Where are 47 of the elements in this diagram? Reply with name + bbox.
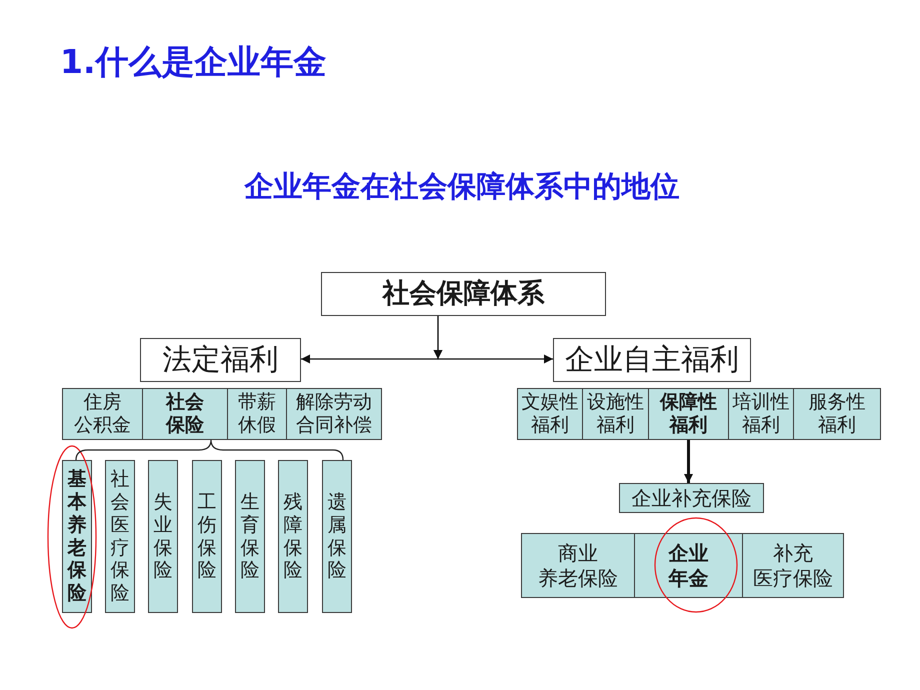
box-label: 失业保险 [154,490,172,582]
insurance-box [235,460,265,613]
benefit-box [227,388,287,440]
box-label: 保障性福利 [660,390,717,438]
box-label: 解除劳动合同补偿 [296,390,372,438]
benefit-box [793,388,881,440]
category-box [553,338,751,382]
box-label: 商业养老保险 [538,541,618,590]
box-label: 服务性福利 [808,390,866,438]
box-label: 设施性福利 [587,390,644,438]
box-label: 企业自主福利 [565,342,739,378]
insurance-box [742,533,844,598]
box-label: 工伤保险 [198,490,216,582]
box-label: 文娱性福利 [522,390,578,438]
box-label: 企业年金 [668,541,708,590]
box-label: 培训性福利 [732,390,790,438]
arrow [684,440,693,483]
box-label: 残障保险 [284,490,302,582]
category-box [140,338,301,382]
insurance-box [105,460,135,613]
insurance-box [62,460,92,613]
subheading: 企业年金在社会保障体系中的地位 [244,168,680,205]
box-label: 基本养老保险 [68,468,86,605]
insurance-box [322,460,352,613]
box-label: 补充医疗保险 [753,541,833,590]
box-label: 社会保险 [166,390,204,438]
box-label: 社会医疗保险 [110,468,130,605]
benefit-box [62,388,143,440]
box-label: 法定福利 [162,342,278,378]
benefit-box [648,388,729,440]
insurance-box [521,533,635,598]
slide-title: 1.什么是企业年金 [60,41,326,83]
box-label: 生育保险 [240,490,260,582]
box-label: 企业补充保险 [632,486,752,510]
box-label: 遗属保险 [328,490,346,582]
insurance-box [634,533,743,598]
insurance-box [619,483,764,513]
insurance-box [148,460,178,613]
heading-box [321,272,606,316]
box-label: 住房公积金 [74,390,131,438]
insurance-box [192,460,222,613]
benefit-box [142,388,228,440]
benefit-box [286,388,382,440]
box-label: 社会保障体系 [382,278,544,310]
box-label: 带薪休假 [238,390,276,438]
insurance-box [278,460,308,613]
arrow [434,316,553,364]
